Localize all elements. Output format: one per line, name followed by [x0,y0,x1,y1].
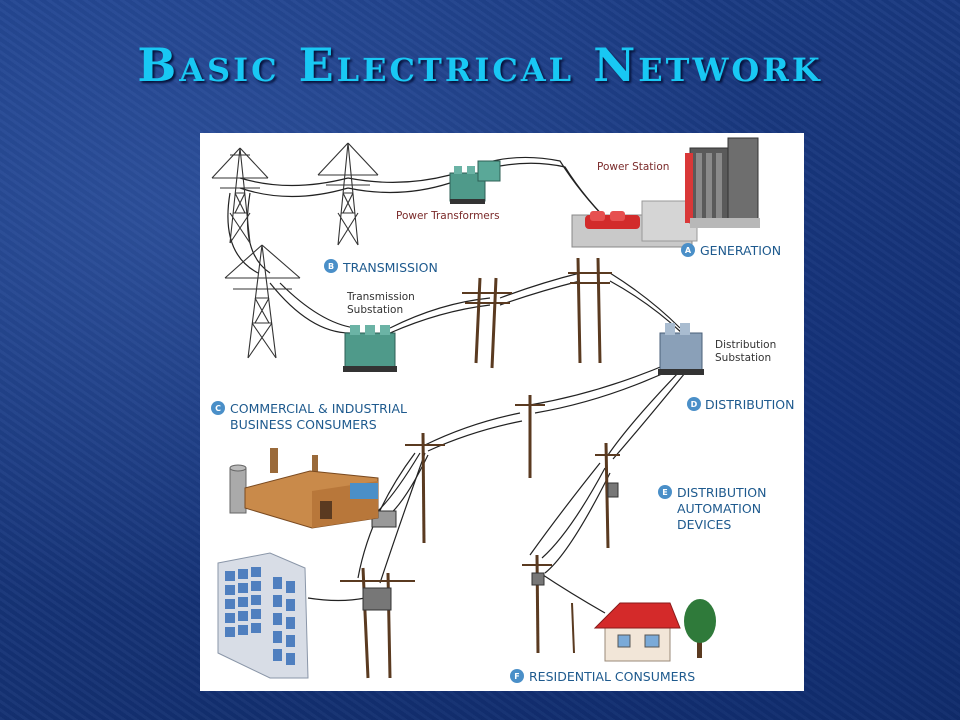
transmission-tower-3 [224,244,301,359]
label-transmission-substation-line2: Substation [347,304,403,316]
label-automation-line1: DISTRIBUTION [677,485,767,500]
badge-d: D [687,397,701,411]
label-generation: GENERATION [700,243,781,258]
badge-b: B [324,259,338,273]
label-distribution-substation-line2: Substation [715,352,771,364]
transmission-tower-2 [317,142,379,246]
transmission-tower-1 [211,147,269,244]
svg-text:A: A [685,246,692,255]
badge-e: E [658,485,672,499]
svg-text:C: C [215,404,221,413]
label-automation-line3: DEVICES [677,517,731,532]
label-power-station: Power Station [597,161,669,173]
svg-text:D: D [691,400,698,409]
residential-house [593,602,681,662]
badge-c: C [211,401,225,415]
label-commercial-line2: BUSINESS CONSUMERS [230,417,377,432]
label-distribution: DISTRIBUTION [705,397,795,412]
svg-text:E: E [662,488,667,497]
transmission-substation [343,325,397,372]
slide-title: Basic Electrical Network [137,38,823,92]
label-distribution-substation-line1: Distribution [715,339,776,351]
commercial-industrial-building [229,448,379,529]
svg-text:F: F [514,672,519,681]
power-transformers [449,160,501,204]
power-station-building [571,137,760,248]
electrical-network-diagram: Power Station Power Transformers A GENER… [200,133,804,691]
office-building [217,552,309,679]
label-transmission-substation-line1: Transmission [346,291,415,303]
label-commercial-line1: COMMERCIAL & INDUSTRIAL [230,401,407,416]
tree [684,599,716,658]
label-power-transformers: Power Transformers [396,210,500,222]
label-transmission: TRANSMISSION [342,260,438,275]
badge-f: F [510,669,524,683]
distribution-substation [658,323,704,375]
label-automation-line2: AUTOMATION [677,501,761,516]
utility-poles [340,257,620,679]
badge-a: A [681,243,695,257]
label-residential: RESIDENTIAL CONSUMERS [529,669,695,684]
svg-text:B: B [328,262,334,271]
